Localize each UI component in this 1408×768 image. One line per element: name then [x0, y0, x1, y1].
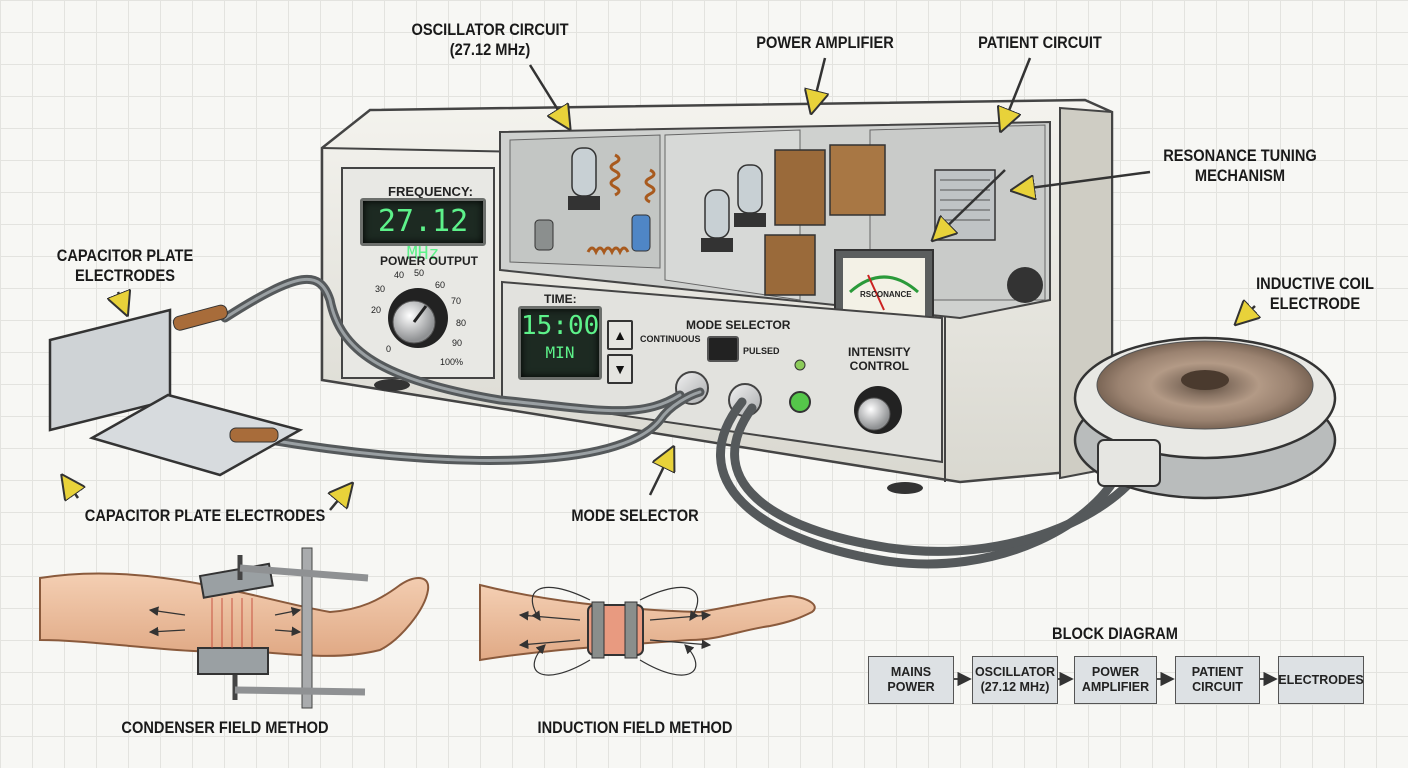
dial-tick: 60 — [435, 280, 446, 290]
label-capacitor-plate-upper: CAPACITOR PLATE ELECTRODES — [56, 246, 194, 285]
label-condenser-method: CONDENSER FIELD METHOD — [121, 718, 329, 737]
induction-method-illustration — [479, 583, 816, 676]
dial-tick: 100% — [440, 357, 464, 367]
dial-tick: 40 — [394, 270, 405, 280]
mode-continuous-label: CONTINUOUS — [640, 334, 701, 344]
block-patient-circuit: PATIENT CIRCUIT — [1175, 656, 1260, 704]
frequency-label: FREQUENCY: — [388, 184, 473, 199]
block-mains-power: MAINS POWER — [868, 656, 954, 704]
block-power-amplifier: POWER AMPLIFIER — [1074, 656, 1157, 704]
label-capacitor-plate-lower: CAPACITOR PLATE ELECTRODES — [84, 506, 326, 525]
power-output-knob[interactable] — [388, 288, 448, 348]
vacuum-tube-icon — [568, 147, 766, 252]
inductive-coil-electrode — [1073, 336, 1337, 500]
time-display: 15:00 MIN — [518, 306, 602, 380]
meter-label: RSCONANCE — [860, 290, 912, 299]
dial-tick: 90 — [452, 338, 463, 348]
block-diagram-title: BLOCK DIAGRAM — [1052, 624, 1178, 643]
dial-tick: 30 — [375, 284, 386, 294]
label-oscillator-circuit: OSCILLATOR CIRCUIT (27.12 MHz) — [411, 20, 569, 59]
dial-tick: 0 — [386, 344, 392, 354]
mode-toggle-switch[interactable] — [707, 336, 739, 362]
block-oscillator: OSCILLATOR (27.12 MHz) — [972, 656, 1058, 704]
label-mode-selector: MODE SELECTOR — [571, 506, 699, 525]
transformer-icon — [764, 144, 886, 296]
mode-selector-panel-label: MODE SELECTOR — [686, 318, 791, 332]
intensity-control-label: INTENSITY CONTROL — [848, 345, 911, 373]
time-down-button[interactable]: ▼ — [607, 354, 633, 384]
time-label: TIME: — [544, 292, 577, 306]
label-inductive-coil: INDUCTIVE COIL ELECTRODE — [1256, 274, 1374, 313]
label-power-amplifier: POWER AMPLIFIER — [756, 33, 894, 52]
copper-coil-icon — [586, 153, 656, 256]
frequency-unit: MHz — [406, 243, 440, 264]
capacitor-plate-electrode-upper — [48, 304, 228, 432]
device-case — [320, 98, 1114, 494]
dial-tick: 70 — [451, 296, 462, 306]
dial-tick: 20 — [371, 305, 382, 315]
time-unit: MIN — [545, 343, 575, 362]
time-up-button[interactable]: ▲ — [607, 320, 633, 350]
mode-pulsed-label: PULSED — [743, 346, 780, 356]
label-induction-method: INDUCTION FIELD METHOD — [537, 718, 733, 737]
frequency-display: 27.12 MHz — [360, 198, 486, 264]
frequency-value: 27.12 — [377, 204, 469, 239]
block-electrodes: ELECTRODES — [1278, 656, 1364, 704]
dial-tick: 50 — [414, 268, 425, 278]
indicator-light — [789, 391, 811, 413]
condenser-method-illustration — [39, 547, 430, 709]
label-patient-circuit: PATIENT CIRCUIT — [978, 33, 1102, 52]
dial-tick: 80 — [456, 318, 467, 328]
time-value: 15:00 — [521, 311, 600, 341]
capacitor-plate-electrode-lower — [88, 393, 304, 477]
callout-arrows — [64, 57, 1255, 511]
power-output-label: POWER OUTPUT — [380, 254, 478, 268]
intensity-knob[interactable] — [854, 386, 902, 434]
label-resonance-tuning: RESONANCE TUNING MECHANISM — [1163, 146, 1317, 185]
